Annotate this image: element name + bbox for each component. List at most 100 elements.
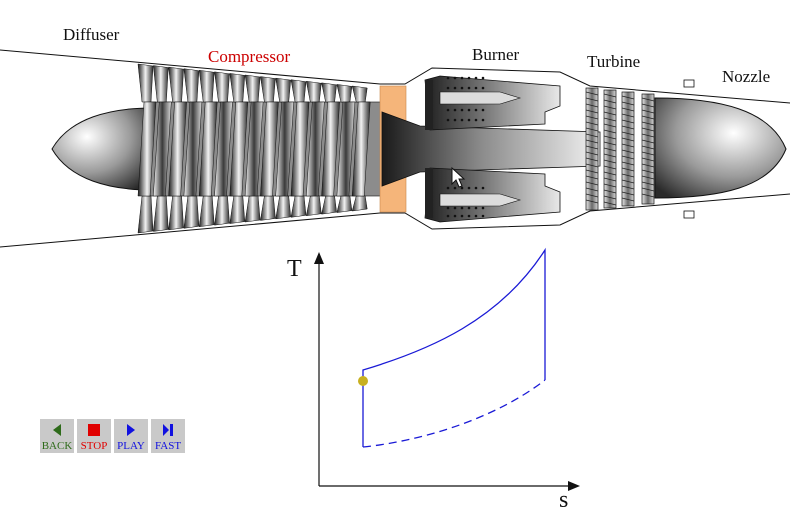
turbine-blade-line	[621, 149, 635, 154]
injector-dot	[460, 76, 464, 80]
injector-dot	[467, 186, 471, 190]
turbine-blade-line	[621, 167, 635, 172]
injector-dot	[460, 108, 464, 112]
back-button[interactable]: BACK	[40, 419, 74, 453]
turbine-blade-line	[585, 169, 599, 174]
injector-dot	[460, 186, 464, 190]
turbine-blade-line	[641, 193, 655, 198]
injector-dot	[453, 214, 457, 218]
turbine-blade-line	[603, 189, 617, 194]
compressor-blade-tip	[137, 195, 154, 234]
turbine-blade-line	[641, 145, 655, 150]
turbine-blade-line	[603, 165, 617, 170]
injector-dot	[453, 76, 457, 80]
turbine-blade-line	[585, 91, 599, 96]
injector-dot	[481, 86, 485, 90]
turbine-blade-line	[603, 93, 617, 98]
turbine-blade-line	[641, 151, 655, 156]
fast-button-label: FAST	[154, 440, 182, 452]
turbine-blade-line	[621, 125, 635, 130]
burner-can-bottom	[424, 167, 561, 223]
y-axis-arrow-icon	[314, 252, 324, 264]
compressor-blade-tip	[244, 195, 261, 223]
injector-dot	[460, 214, 464, 218]
turbine-blade-line	[585, 103, 599, 108]
turbine-blade-line	[603, 153, 617, 158]
compressor-blade-tip	[168, 66, 184, 103]
turbine-blade-line	[585, 193, 599, 198]
turbine-blade-line	[585, 163, 599, 168]
compressor-blade	[290, 101, 310, 197]
compressor-blade	[321, 101, 340, 197]
ts-diagram: T s	[287, 247, 580, 511]
turbine-label: Turbine	[587, 52, 640, 71]
burner-can-top	[424, 75, 561, 131]
fast-button[interactable]: FAST	[151, 419, 185, 453]
compressor-blade-tip	[198, 69, 215, 103]
injector-dot	[453, 118, 457, 122]
turbine-blade-line	[621, 173, 635, 178]
compressor-blade-tip	[244, 74, 261, 103]
compressor-blade-tip	[229, 195, 246, 224]
turbine-blade-line	[603, 123, 617, 128]
casing-tab-bottom	[683, 210, 695, 219]
turbine-blade-line	[641, 169, 655, 174]
injector-dot	[453, 86, 457, 90]
turbine-blade-line	[585, 109, 599, 114]
diffuser-label: Diffuser	[63, 25, 120, 44]
compressor-blade-tip	[229, 73, 246, 103]
stop-button[interactable]: STOP	[77, 419, 111, 453]
turbine-blades	[585, 87, 655, 211]
turbine-blade-line	[641, 103, 655, 108]
compressor-blades	[137, 63, 371, 234]
turbine-blade-line	[585, 181, 599, 186]
turbine-blade-line	[603, 141, 617, 146]
injector-dot	[446, 76, 450, 80]
turbine-blade-line	[621, 197, 635, 202]
injector-dot	[467, 86, 471, 90]
play-button-label: PLAY	[117, 440, 145, 452]
turbine-blade-line	[585, 121, 599, 126]
turbine-blade-line	[585, 115, 599, 120]
compressor-blade	[137, 101, 157, 197]
injector-dot	[460, 206, 464, 210]
turbine-blade-line	[641, 97, 655, 102]
turbine-blade-line	[585, 139, 599, 144]
turbine-blade-line	[585, 157, 599, 162]
turbine-blade-line	[621, 95, 635, 100]
compressor-blade-tip	[214, 71, 230, 103]
compressor-blade-tip	[336, 195, 353, 213]
compressor-blade-tip	[351, 195, 368, 212]
compressor-blade-tip	[168, 195, 184, 231]
injector-dot	[474, 108, 478, 112]
play-button[interactable]: PLAY	[114, 419, 148, 453]
compressor-blade-tip	[260, 195, 276, 221]
compressor-blade	[275, 101, 294, 197]
turbine-blade-line	[641, 139, 655, 144]
injector-dot	[446, 186, 450, 190]
turbine-blade-line	[603, 147, 617, 152]
turbine-blade-line	[641, 127, 655, 132]
injector-dot	[467, 118, 471, 122]
t-axis-label: T	[287, 256, 302, 282]
turbine-blade-line	[641, 133, 655, 138]
turbine-blade-line	[603, 105, 617, 110]
nozzle-label: Nozzle	[722, 67, 770, 86]
turbine-blade-line	[621, 191, 635, 196]
s-axis-label: s	[559, 487, 568, 511]
turbine-blade-line	[621, 143, 635, 148]
injector-dot	[446, 86, 450, 90]
injector-dot	[460, 118, 464, 122]
injector-dot	[446, 108, 450, 112]
turbine-blade-line	[641, 121, 655, 126]
turbine-blade-line	[603, 135, 617, 140]
injector-dot	[453, 186, 457, 190]
injector-dot	[467, 76, 471, 80]
turbine-blade-line	[641, 181, 655, 186]
compressor-blade	[153, 101, 172, 197]
turbine-blade-line	[585, 133, 599, 138]
turbine-blade-line	[585, 127, 599, 132]
turbine-blade-line	[603, 171, 617, 176]
compressor-blade-tip	[305, 80, 322, 103]
injector-dot	[446, 118, 450, 122]
